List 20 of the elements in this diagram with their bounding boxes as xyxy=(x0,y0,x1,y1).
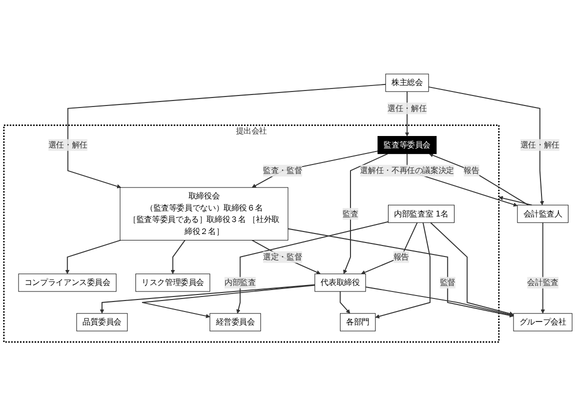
arrow xyxy=(360,222,418,274)
arrow xyxy=(340,290,350,314)
arrow xyxy=(170,240,186,274)
arrow xyxy=(252,240,321,274)
arrow xyxy=(430,222,514,316)
arrow xyxy=(406,153,518,207)
arrow xyxy=(375,222,431,318)
arrow xyxy=(429,153,529,206)
arrow xyxy=(540,222,545,314)
arrow xyxy=(252,150,378,188)
arrow xyxy=(67,84,386,188)
arrow xyxy=(365,286,514,317)
arrow xyxy=(498,196,532,206)
arrow xyxy=(428,86,544,206)
arrow xyxy=(288,228,514,318)
arrow xyxy=(343,153,388,274)
arrow xyxy=(100,284,316,314)
arrow xyxy=(236,221,389,314)
arrow xyxy=(65,240,122,274)
arrow xyxy=(142,284,316,318)
